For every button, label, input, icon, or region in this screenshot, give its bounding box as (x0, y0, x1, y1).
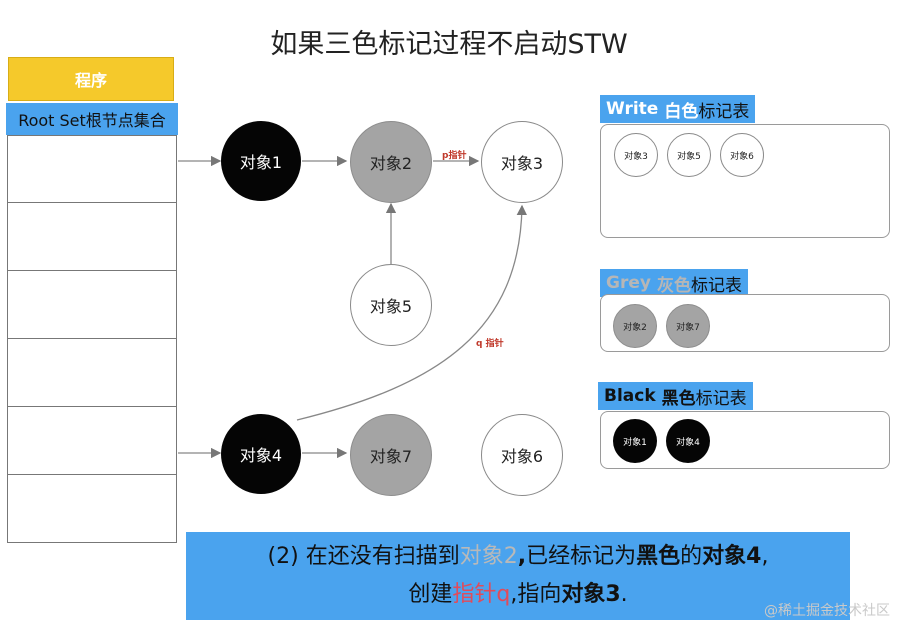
grey-table-title-cn: 灰色 (656, 275, 691, 296)
caption-text: (2) 在还没有扫描到 (267, 544, 460, 569)
node-obj2: 对象2 (350, 121, 432, 203)
watermark: @稀土掘金技术社区 (764, 603, 890, 619)
node-obj4: 对象4 (221, 414, 301, 494)
rootset-cell (7, 407, 177, 475)
chip-label: 对象1 (623, 437, 647, 448)
caption-pointer-q: 指针q (452, 582, 511, 607)
grey-table-box: 对象2 对象7 (600, 294, 890, 352)
white-chip-obj5: 对象5 (667, 133, 711, 177)
black-chip-obj1: 对象1 (613, 419, 657, 463)
caption-text: 的 (680, 544, 703, 569)
black-table-box: 对象1 对象4 (600, 411, 890, 469)
node-label: 对象7 (369, 447, 413, 466)
black-table-title-en: Black (604, 386, 656, 406)
grey-chip-obj7: 对象7 (666, 304, 710, 348)
chip-label: 对象4 (676, 437, 700, 448)
white-table-title-cn: 白色 (664, 101, 699, 122)
program-header: 程序 (8, 57, 174, 101)
grey-table-title: Grey 灰色 标记表 (600, 269, 748, 297)
chip-label: 对象7 (676, 322, 700, 333)
white-chip-obj3: 对象3 (614, 133, 658, 177)
grey-table-title-en: Grey (606, 273, 651, 293)
rootset-cell (7, 475, 177, 543)
caption-text: ,指向 (510, 582, 562, 607)
rootset-table (7, 135, 177, 543)
grey-table-title-suffix: 标记表 (690, 275, 742, 296)
q-pointer-label: q 指针 (476, 339, 504, 349)
rootset-cell (7, 135, 177, 203)
caption-line-1: (2) 在还没有扫描到对象2,已经标记为黑色的对象4, (186, 538, 850, 576)
node-label: 对象2 (369, 154, 413, 173)
caption-black: 黑色 (636, 544, 681, 569)
white-table-title: Write 白色 标记表 (600, 95, 756, 123)
caption-comma: , (517, 544, 527, 569)
chip-label: 对象3 (624, 151, 648, 162)
rootset-cell (7, 271, 177, 339)
rootset-header: Root Set根节点集合 (6, 103, 178, 135)
p-pointer-label: p指针 (442, 151, 467, 161)
chip-label: 对象2 (623, 322, 647, 333)
caption-obj3: 对象3 (561, 582, 621, 607)
black-table-title-cn: 黑色 (661, 388, 696, 409)
caption-text: 创建 (408, 582, 453, 607)
caption-line-2: 创建指针q,指向对象3. (186, 576, 850, 614)
node-obj7: 对象7 (350, 414, 432, 496)
chip-label: 对象6 (730, 151, 754, 162)
node-obj6: 对象6 (481, 414, 563, 496)
grey-chip-obj2: 对象2 (613, 304, 657, 348)
caption-text: 已经标记为 (526, 544, 637, 569)
node-label: 对象6 (500, 447, 544, 466)
node-obj3: 对象3 (481, 121, 563, 203)
edge-obj4-obj3-q (296, 204, 528, 421)
caption-box: (2) 在还没有扫描到对象2,已经标记为黑色的对象4, 创建指针q,指向对象3. (186, 532, 850, 620)
node-label: 对象4 (239, 446, 283, 465)
node-label: 对象3 (500, 154, 544, 173)
caption-comma: , (761, 544, 769, 569)
white-table-box: 对象3 对象5 对象6 (600, 124, 890, 238)
node-obj1: 对象1 (221, 121, 301, 201)
caption-obj4: 对象4 (702, 544, 762, 569)
node-label: 对象1 (239, 153, 283, 172)
white-chip-obj6: 对象6 (720, 133, 764, 177)
white-table-title-suffix: 标记表 (698, 101, 750, 122)
black-chip-obj4: 对象4 (666, 419, 710, 463)
caption-obj2: 对象2 (459, 544, 518, 569)
rootset-cell (7, 203, 177, 271)
caption-text: . (620, 582, 628, 607)
node-obj5: 对象5 (350, 264, 432, 346)
white-table-title-en: Write (606, 99, 659, 119)
black-table-title: Black 黑色 标记表 (598, 382, 753, 410)
node-label: 对象5 (369, 297, 413, 316)
chip-label: 对象5 (677, 151, 701, 162)
black-table-title-suffix: 标记表 (695, 388, 747, 409)
page-title: 如果三色标记过程不启动STW (270, 29, 628, 60)
rootset-cell (7, 339, 177, 407)
